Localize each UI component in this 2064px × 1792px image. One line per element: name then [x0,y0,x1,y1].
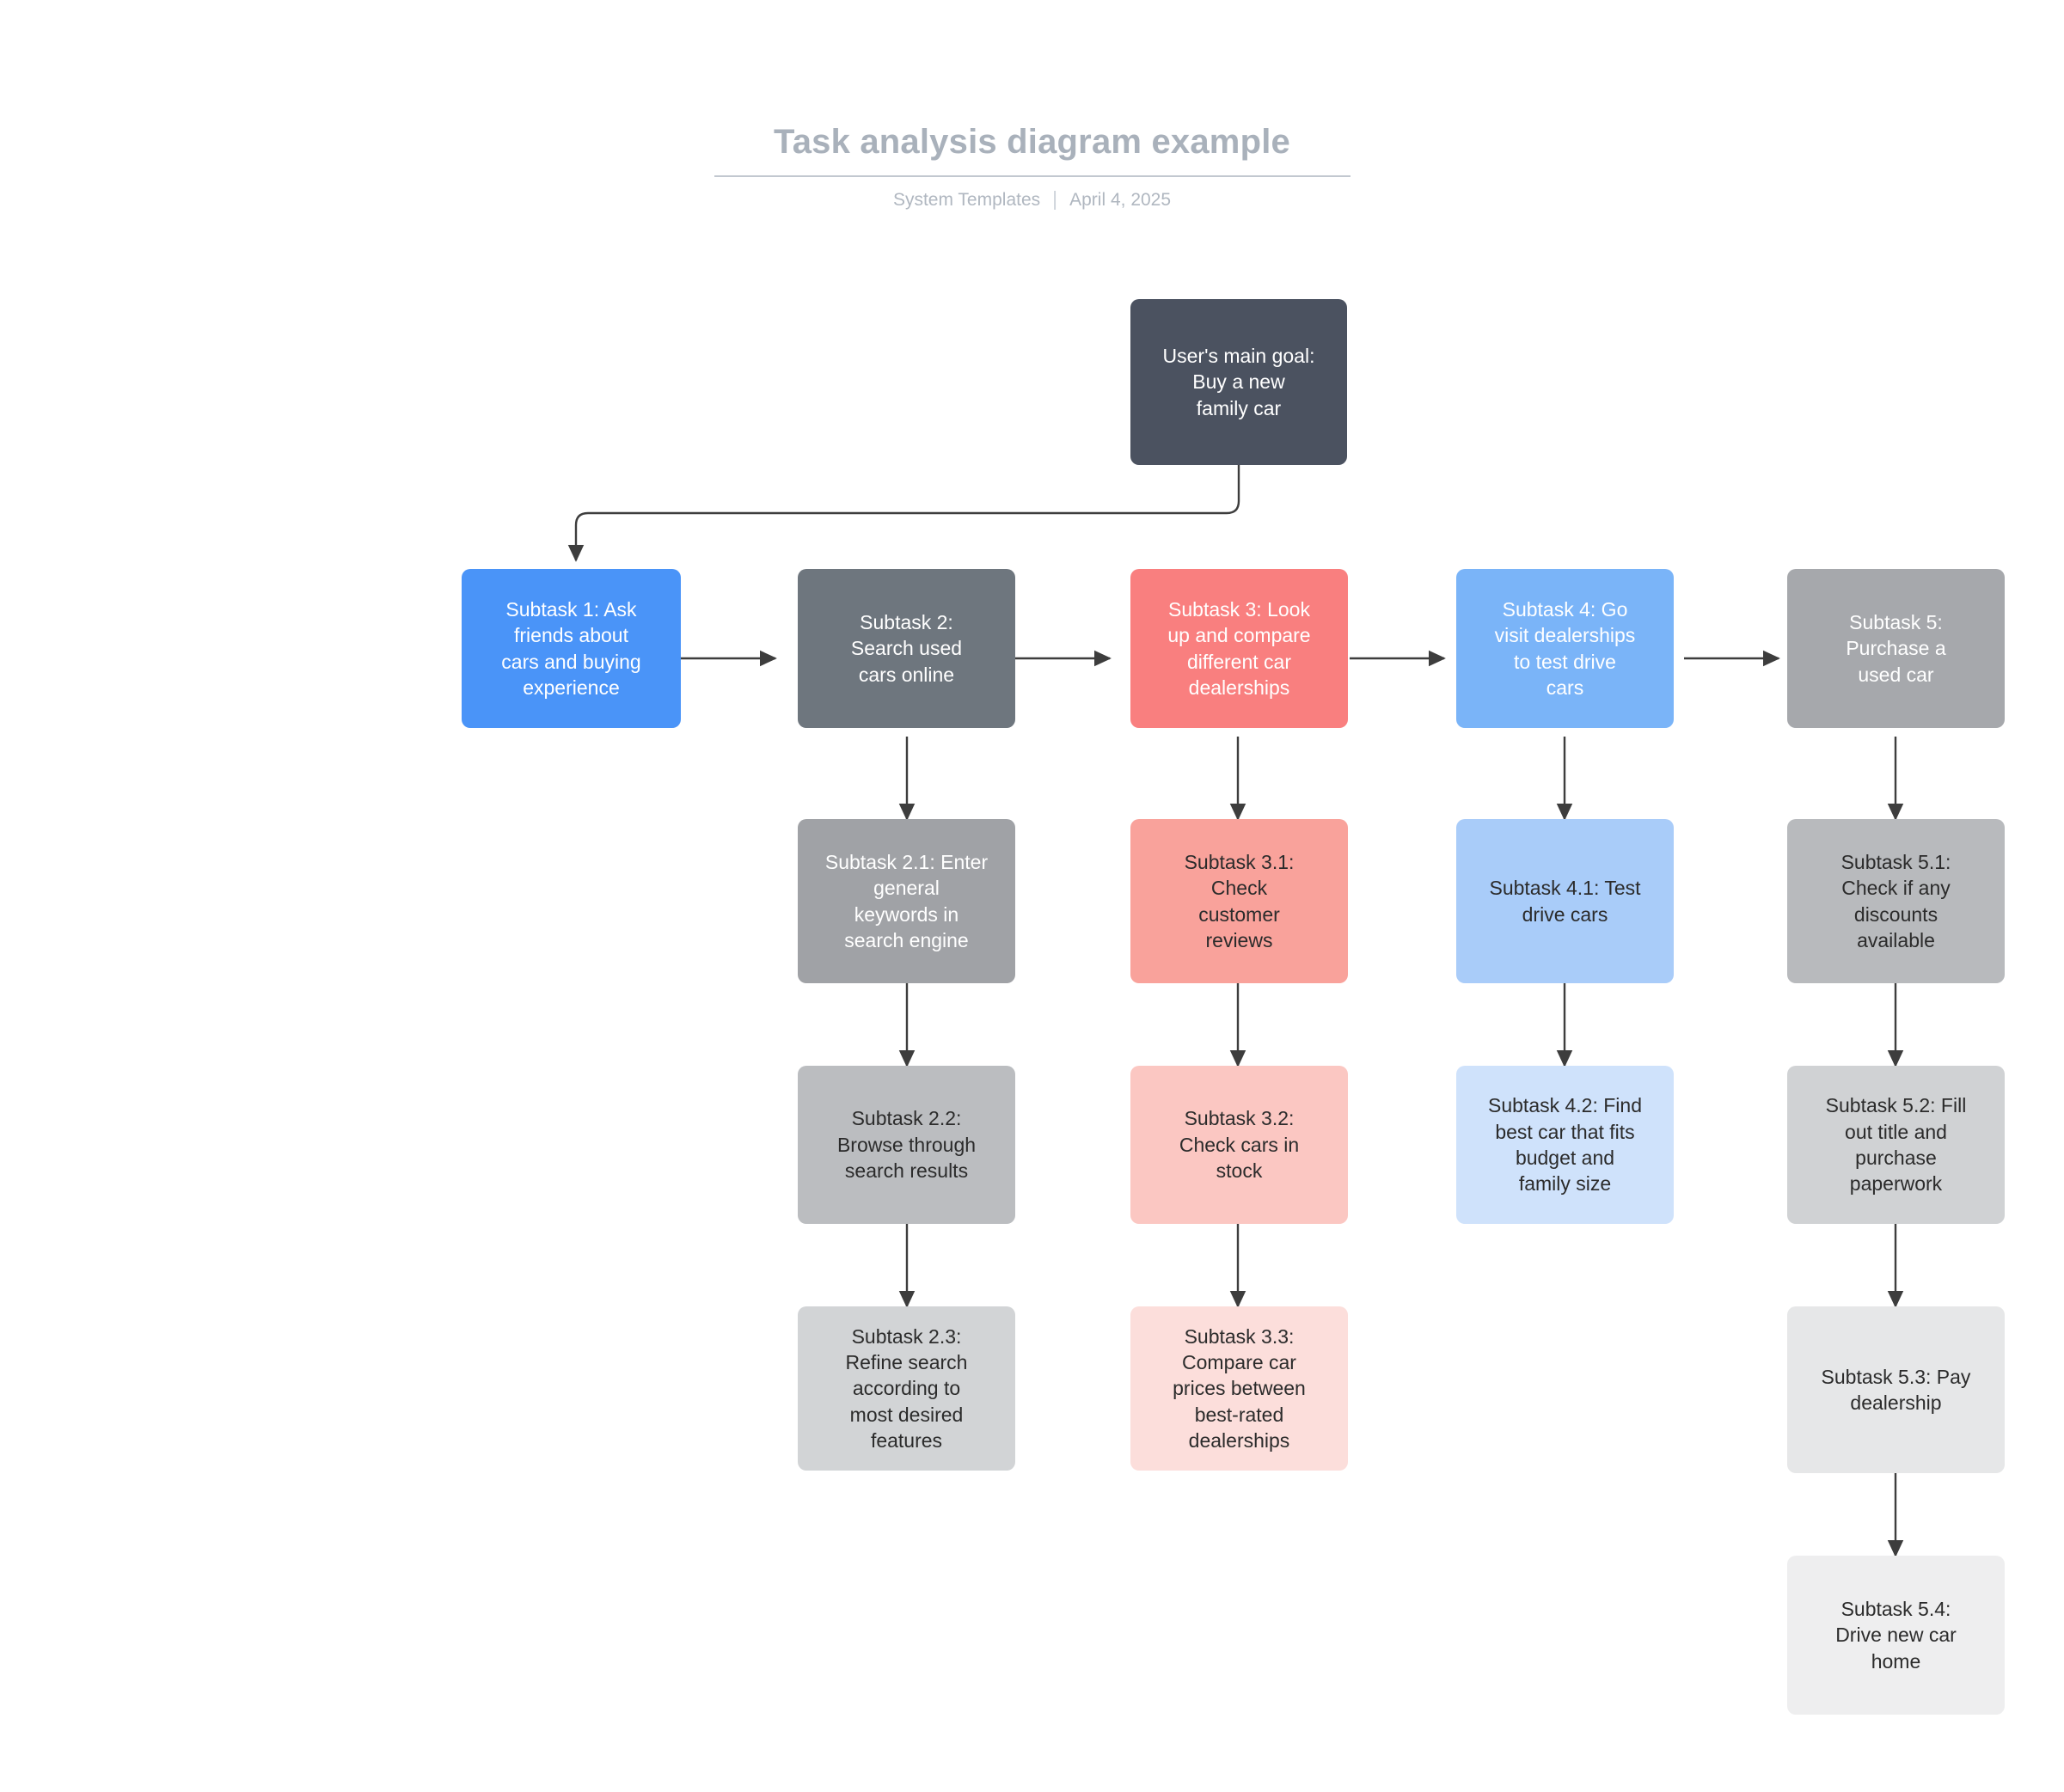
node-subtask-4-2[interactable]: Subtask 4.2: Find best car that fits bud… [1456,1066,1674,1224]
edge-goal-to-s1 [567,465,1240,562]
node-subtask-2[interactable]: Subtask 2: Search used cars online [798,569,1015,728]
page-title: Task analysis diagram example [774,123,1290,161]
document-subtitle: System Templates | April 4, 2025 [0,187,2064,213]
node-subtask-3[interactable]: Subtask 3: Look up and compare different… [1130,569,1348,728]
node-subtask-5[interactable]: Subtask 5: Purchase a used car [1787,569,2005,728]
node-subtask-3-3[interactable]: Subtask 3.3: Compare car prices between … [1130,1306,1348,1471]
document-header: Task analysis diagram example System Tem… [0,120,2064,213]
title-divider [714,175,1350,177]
node-subtask-5-3[interactable]: Subtask 5.3: Pay dealership [1787,1306,2005,1473]
node-subtask-1[interactable]: Subtask 1: Ask friends about cars and bu… [462,569,681,728]
node-subtask-4-1[interactable]: Subtask 4.1: Test drive cars [1456,819,1674,983]
node-subtask-5-1[interactable]: Subtask 5.1: Check if any discounts avai… [1787,819,2005,983]
subtitle-date: April 4, 2025 [1069,190,1172,211]
node-subtask-2-3[interactable]: Subtask 2.3: Refine search according to … [798,1306,1015,1471]
node-subtask-5-2[interactable]: Subtask 5.2: Fill out title and purchase… [1787,1066,2005,1224]
node-subtask-4[interactable]: Subtask 4: Go visit dealerships to test … [1456,569,1674,728]
subtitle-author: System Templates [892,190,1041,211]
node-subtask-2-2[interactable]: Subtask 2.2: Browse through search resul… [798,1066,1015,1224]
subtitle-separator: | [1052,187,1058,210]
node-subtask-5-4[interactable]: Subtask 5.4: Drive new car home [1787,1556,2005,1715]
node-subtask-2-1[interactable]: Subtask 2.1: Enter general keywords in s… [798,819,1015,983]
node-subtask-3-2[interactable]: Subtask 3.2: Check cars in stock [1130,1066,1348,1224]
node-subtask-3-1[interactable]: Subtask 3.1: Check customer reviews [1130,819,1348,983]
node-main-goal[interactable]: User's main goal: Buy a new family car [1130,299,1347,465]
